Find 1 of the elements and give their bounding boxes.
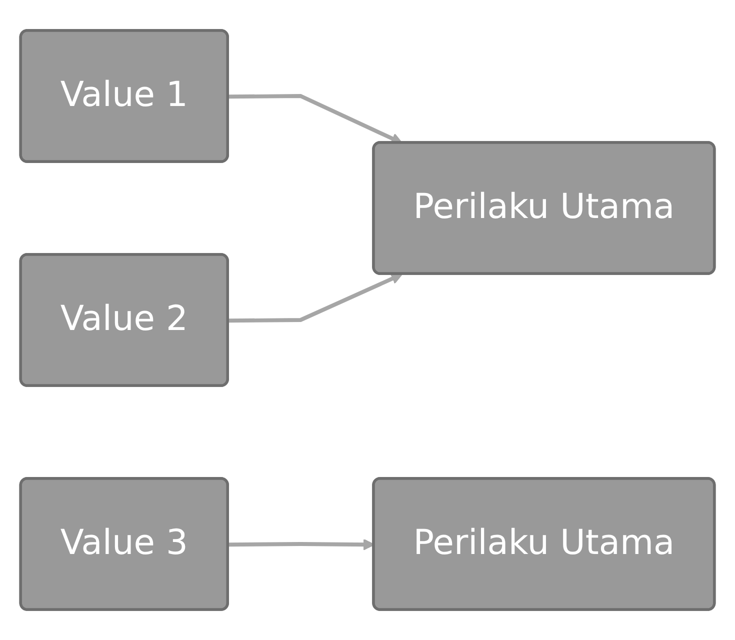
arrow bbox=[228, 273, 403, 323]
